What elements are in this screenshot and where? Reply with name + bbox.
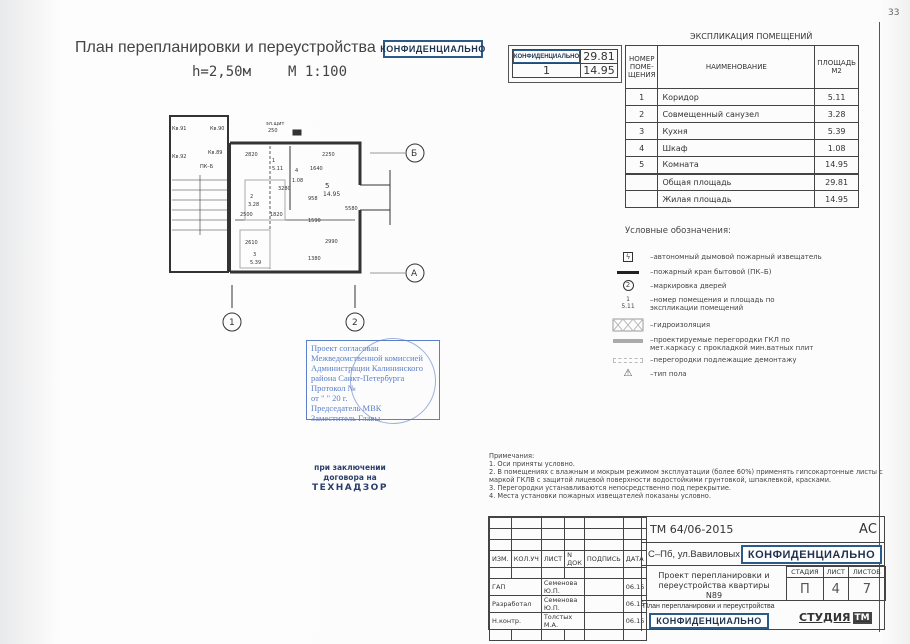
dimension: 2990 <box>325 239 338 245</box>
apartment-label: Кв.89 <box>208 150 222 156</box>
confidential-badge: КОНФИДЕНЦИАЛЬНО <box>380 40 485 58</box>
stage-label: СТАДИЯ <box>786 566 824 578</box>
doc-code: ТМ 64/06-2015 <box>650 523 734 536</box>
room-area: 14.95 <box>323 191 340 198</box>
room-number: 3 <box>253 252 256 258</box>
apartment-label: Кв.90 <box>210 126 224 132</box>
room-area: 5.11 <box>272 166 283 172</box>
apartment-label: Кв.91 <box>172 126 186 132</box>
dimension: 1590 <box>308 218 321 224</box>
notes: Примечания:1. Оси приняты условно.2. В п… <box>489 452 883 500</box>
height-label: h=2,50м <box>192 64 252 80</box>
room-number: 2 <box>250 194 253 200</box>
legend-item: –перегородки подлежащие демонтажу <box>610 356 797 364</box>
legend-title: Условные обозначения: <box>625 226 731 236</box>
dimension: 2820 <box>245 152 258 158</box>
legend-item: ϟ–автономный дымовой пожарный извещатель <box>610 252 822 262</box>
shield-label: 250 <box>268 128 278 134</box>
waterproofing-icon <box>610 318 646 332</box>
stage-value: П <box>786 577 824 601</box>
explication-title: ЭКСПЛИКАЦИЯ ПОМЕЩЕНИЙ <box>690 32 813 41</box>
project-name: Проект перепланировки и переустройства к… <box>641 566 786 601</box>
sheets-value: 7 <box>847 577 887 601</box>
doc-mark: АС <box>859 522 877 537</box>
summary-value: 14.95 <box>580 63 618 78</box>
sheet-label: ЛИСТ <box>822 566 849 578</box>
header-name: НАИМЕНОВАНИЕ <box>657 45 816 89</box>
frame-line <box>480 22 880 632</box>
scale-label: М 1:100 <box>288 64 348 80</box>
room-area: 1.08 <box>292 178 303 184</box>
dimension: 2500 <box>240 212 253 218</box>
dimension: 958 <box>308 196 318 202</box>
summary-label: КОНФИДЕНЦИАЛЬНО <box>513 50 580 63</box>
legend-item: –пожарный кран бытовой (ПК–Б) <box>610 268 771 276</box>
axis-label: 2 <box>352 318 358 328</box>
header-area: ПЛОЩАДЬ М2 <box>814 45 859 89</box>
apartment-label: Кв.92 <box>172 154 186 160</box>
legend-item: 2–маркировка дверей <box>610 280 726 291</box>
dimension: 3280 <box>278 186 291 192</box>
floor-type-icon: ⚠ <box>623 368 633 379</box>
shield-label: эл.щит <box>266 121 284 127</box>
axis-label: 1 <box>229 318 235 328</box>
axis-label: А <box>411 269 418 279</box>
door-marker-icon: 2 <box>610 280 646 291</box>
summary-value: 29.81 <box>580 49 618 64</box>
pk-label: ПК–Б <box>200 164 214 170</box>
sheet-value: 4 <box>822 577 849 601</box>
summary-label: 1 <box>512 63 581 78</box>
legend-item: ⚠–тип пола <box>610 368 687 379</box>
address-row: С–Пб, ул.Вавиловых <box>641 543 885 566</box>
dimension: 1380 <box>308 256 321 262</box>
partition-icon <box>610 336 646 343</box>
doc-code-row: ТМ 64/06-2015 АС <box>641 517 885 543</box>
signer-row: Н.контр.Толстых М.А.06.15 <box>489 612 648 630</box>
demolition-icon <box>610 357 646 363</box>
confidential-badge: КОНФИДЕНЦИАЛЬНО <box>741 545 882 564</box>
dimension: 2250 <box>322 152 335 158</box>
room-number: 1 <box>272 158 275 164</box>
room-area: 3.28 <box>248 202 259 208</box>
legend-item: –гидроизоляция <box>610 318 710 332</box>
round-seal <box>350 338 436 424</box>
page-number: 33 <box>888 8 900 18</box>
fire-hydrant-line-icon <box>610 270 646 274</box>
dimension: 5580 <box>345 206 358 212</box>
room-area: 5.39 <box>250 260 261 266</box>
room-number: 4 <box>295 168 298 174</box>
page-title: План перепланировки и переустройства <box>75 39 376 56</box>
smoke-detector-icon: ϟ <box>610 252 646 262</box>
sheet-title: План перепланировки и переустройства <box>643 603 775 610</box>
dimension: 2610 <box>245 240 258 246</box>
header-number: НОМЕР ПОМЕ- ЩЕНИЯ <box>624 45 659 89</box>
sheets-label: ЛИСТОВ <box>847 566 887 578</box>
legend-item: –проектируемые перегородки ГКЛ по мет.ка… <box>610 336 830 352</box>
sheet-title-cell <box>641 601 786 631</box>
axis-label: Б <box>411 149 417 159</box>
dimension: 1640 <box>310 166 323 172</box>
confidential-badge: КОНФИДЕНЦИАЛЬНО <box>649 613 769 629</box>
room-number: 5 <box>325 182 329 190</box>
floor-plan: Кв.91 Кв.90 Кв.89 Кв.92 ПК–Б эл.щит 250 … <box>169 115 425 332</box>
dimension: 1820 <box>270 212 283 218</box>
